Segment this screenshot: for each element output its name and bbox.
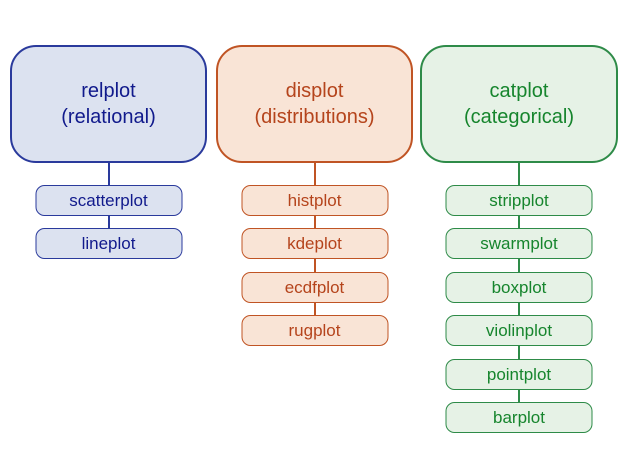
node-displot-title: displot [285,80,344,102]
node-kdeplot: kdeplot [241,228,388,259]
node-barplot: barplot [445,402,593,433]
node-scatterplot-label: scatterplot [69,190,148,210]
column-catplot: catplot (categorical) stripplot swarmplo… [420,0,618,457]
node-swarmplot: swarmplot [445,228,593,259]
node-relplot-subtitle: (relational) [61,106,156,128]
node-ecdfplot-label: ecdfplot [284,277,345,297]
node-ecdfplot: ecdfplot [241,272,388,303]
node-displot-subtitle: (distributions) [254,106,375,128]
node-rugplot: rugplot [241,315,388,346]
node-boxplot-label: boxplot [491,277,547,297]
node-relplot: relplot (relational) [10,45,207,163]
node-lineplot-label: lineplot [81,233,136,253]
column-displot: displot (distributions) histplot kdeplot… [216,0,413,457]
node-barplot-label: barplot [493,407,545,427]
column-relplot: relplot (relational) scatterplot lineplo… [10,0,207,457]
node-catplot-subtitle: (categorical) [463,106,575,128]
node-displot: displot (distributions) [216,45,413,163]
node-catplot: catplot (categorical) [420,45,618,163]
node-pointplot-label: pointplot [486,364,552,384]
node-stripplot: stripplot [445,185,593,216]
node-violinplot-label: violinplot [485,320,553,340]
node-lineplot: lineplot [35,228,182,259]
node-histplot: histplot [241,185,388,216]
node-kdeplot-label: kdeplot [287,233,342,253]
node-rugplot-label: rugplot [288,320,341,340]
node-histplot-label: histplot [287,190,342,210]
node-relplot-title: relplot [81,80,136,102]
node-catplot-title: catplot [489,80,549,102]
node-boxplot: boxplot [445,272,593,303]
node-violinplot: violinplot [445,315,593,346]
node-scatterplot: scatterplot [35,185,182,216]
node-swarmplot-label: swarmplot [480,233,558,253]
node-stripplot-label: stripplot [489,190,549,210]
node-pointplot: pointplot [445,359,593,390]
